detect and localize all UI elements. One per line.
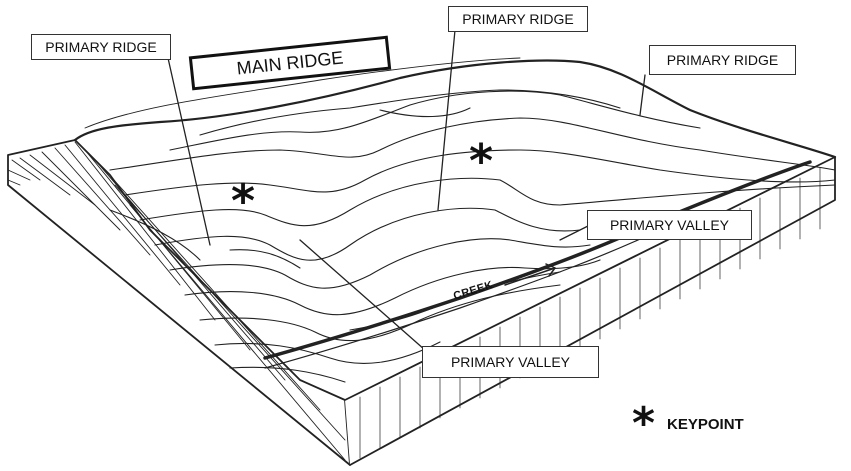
primary-ridge-label-right: PRIMARY RIDGE xyxy=(649,45,796,75)
ridge-skyline-faint xyxy=(84,57,521,129)
primary-valley-label-bottom: PRIMARY VALLEY xyxy=(422,346,599,378)
ridge-skyline xyxy=(73,59,837,159)
creek-line-lower xyxy=(264,229,661,369)
primary-ridge-text-right: PRIMARY RIDGE xyxy=(666,52,779,68)
keypoint-marker-left: * xyxy=(231,174,256,228)
block-left-face xyxy=(7,139,351,466)
keypoint-legend-symbol: * xyxy=(632,398,656,449)
main-ridge-text: MAIN RIDGE xyxy=(235,46,345,79)
legend: * KEYPOINT xyxy=(632,402,744,446)
primary-ridge-text-center: PRIMARY RIDGE xyxy=(462,11,574,27)
primary-ridge-label-center: PRIMARY RIDGE xyxy=(448,6,588,32)
creek-arrow xyxy=(504,263,556,286)
primary-ridge-text-left: PRIMARY RIDGE xyxy=(45,39,157,55)
creek-line xyxy=(263,160,812,360)
primary-valley-text-bottom: PRIMARY VALLEY xyxy=(450,354,571,370)
keypoint-legend-text: KEYPOINT xyxy=(667,415,744,433)
primary-ridge-label-left: PRIMARY RIDGE xyxy=(31,34,171,60)
leader-lines xyxy=(167,29,646,351)
keypoint-marker-center: * xyxy=(469,134,494,188)
primary-valley-label-right: PRIMARY VALLEY xyxy=(587,210,752,240)
primary-valley-text-right: PRIMARY VALLEY xyxy=(609,217,730,233)
